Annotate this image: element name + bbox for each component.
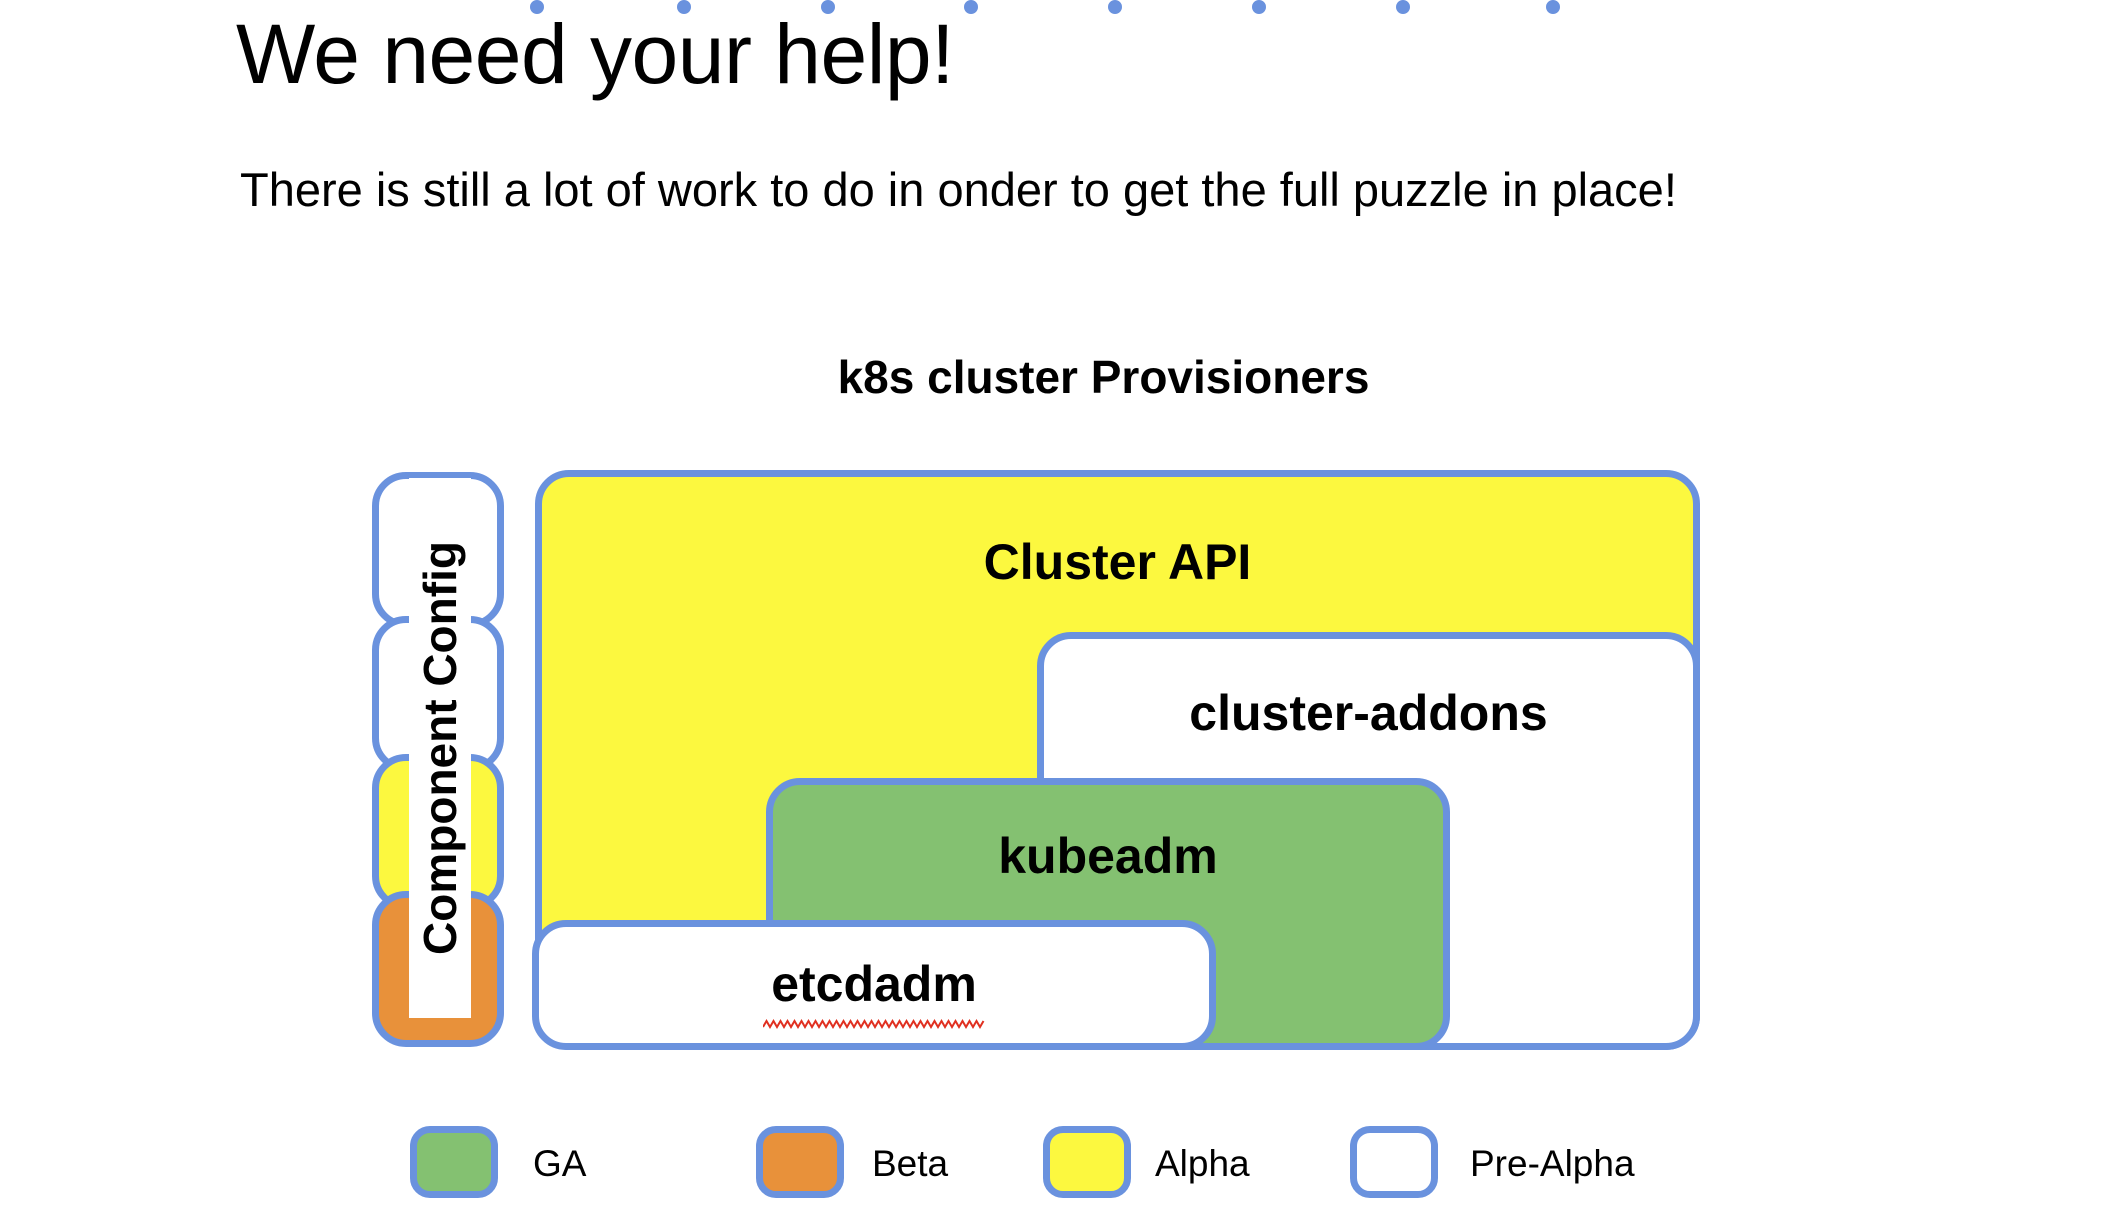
diagram-label-etcdadm: etcdadm [771,956,977,1012]
legend-swatch-alpha [1043,1126,1131,1198]
provisioner-box-2[interactable] [677,0,691,14]
legend-swatch-beta [756,1126,844,1198]
provisioner-box-8[interactable] [1546,0,1560,14]
legend-label-ga: GA [533,1143,587,1184]
page-title: We need your help! [236,7,954,101]
provisioner-box-1[interactable] [530,0,544,14]
legend-swatch-pre-alpha [1350,1126,1438,1198]
provisioner-box-4[interactable] [964,0,978,14]
page-subtitle: There is still a lot of work to do in on… [240,163,1677,216]
provisioner-box-7[interactable] [1396,0,1410,14]
diagram-label-cluster-addons: cluster-addons [1189,685,1548,741]
legend-label-alpha: Alpha [1155,1143,1250,1184]
provisioner-box-3[interactable] [821,0,835,14]
legend-label-beta: Beta [872,1143,949,1184]
legend-label-pre-alpha: Pre-Alpha [1470,1143,1635,1184]
component-config-label: Component Config [409,478,471,1018]
diagram-label-kubeadm: kubeadm [998,828,1218,884]
provisioner-row-label: k8s cluster Provisioners [740,344,1467,409]
provisioner-box-5[interactable] [1108,0,1122,14]
spellcheck-squiggle-icon [763,1019,985,1029]
component-config-label-text: Component Config [414,541,467,955]
legend-swatch-ga [410,1126,498,1198]
diagram-box-etcdadm[interactable]: etcdadm [532,920,1216,1050]
diagram-label-cluster-api: Cluster API [983,534,1252,590]
provisioner-box-6[interactable] [1252,0,1266,14]
